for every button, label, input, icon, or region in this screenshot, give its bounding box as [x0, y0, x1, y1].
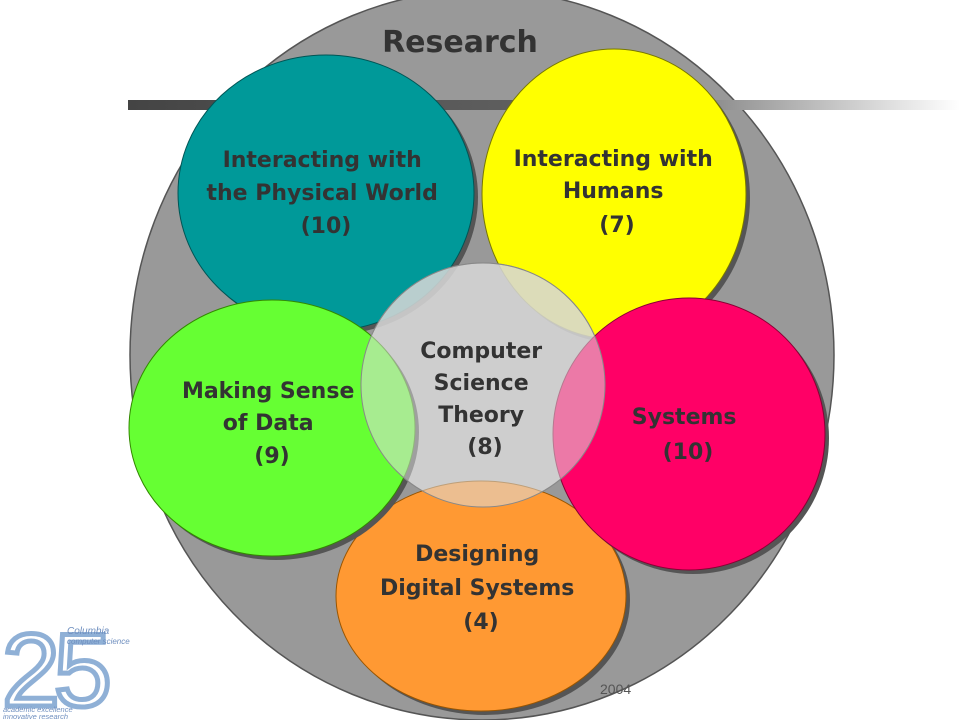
logo-number: 25: [2, 613, 108, 720]
theory-label-line1: Computer: [420, 339, 542, 364]
humans-label: Interacting with Humans (7): [514, 147, 721, 238]
humans-label-line1: Interacting with: [514, 147, 713, 172]
data-label-line1: Making Sense: [182, 379, 354, 404]
digital-label: Designing Digital Systems (4): [380, 542, 582, 635]
data-label-count: (9): [254, 444, 289, 469]
digital-label-line1: Designing: [415, 542, 539, 567]
physical-label-line2: the Physical World: [206, 181, 437, 206]
theory-label-line3: Theory: [438, 403, 524, 428]
theory-label: Computer Science Theory (8): [420, 339, 550, 460]
physical-label: Interacting with the Physical World (10): [206, 148, 445, 239]
physical-label-line1: Interacting with: [223, 148, 422, 173]
systems-label: Systems (10): [632, 405, 744, 465]
humans-label-count: (7): [599, 213, 634, 238]
theory-overlay: [360, 262, 606, 508]
physical-label-count: (10): [301, 214, 352, 239]
diagram-title: Research: [382, 25, 538, 60]
theory-label-line2: Science: [434, 371, 529, 396]
theory-label-count: (8): [467, 435, 502, 460]
humans-label-line2: Humans: [563, 179, 664, 204]
footer-year: 2004: [600, 681, 631, 697]
logo-tagline2: innovative research: [3, 712, 68, 720]
systems-label-line1: Systems: [632, 405, 737, 430]
data-label-line2: of Data: [223, 411, 314, 436]
data-label: Making Sense of Data (9): [182, 379, 362, 469]
logo-name: Columbia: [67, 626, 110, 637]
systems-label-count: (10): [663, 440, 714, 465]
columbia-25-logo: 25 Columbia computer science academic ex…: [0, 611, 130, 720]
digital-label-line2: Digital Systems: [380, 576, 574, 601]
digital-label-count: (4): [463, 610, 498, 635]
logo-tagline1: academic excellence: [3, 705, 73, 714]
logo-dept: computer science: [67, 637, 130, 646]
